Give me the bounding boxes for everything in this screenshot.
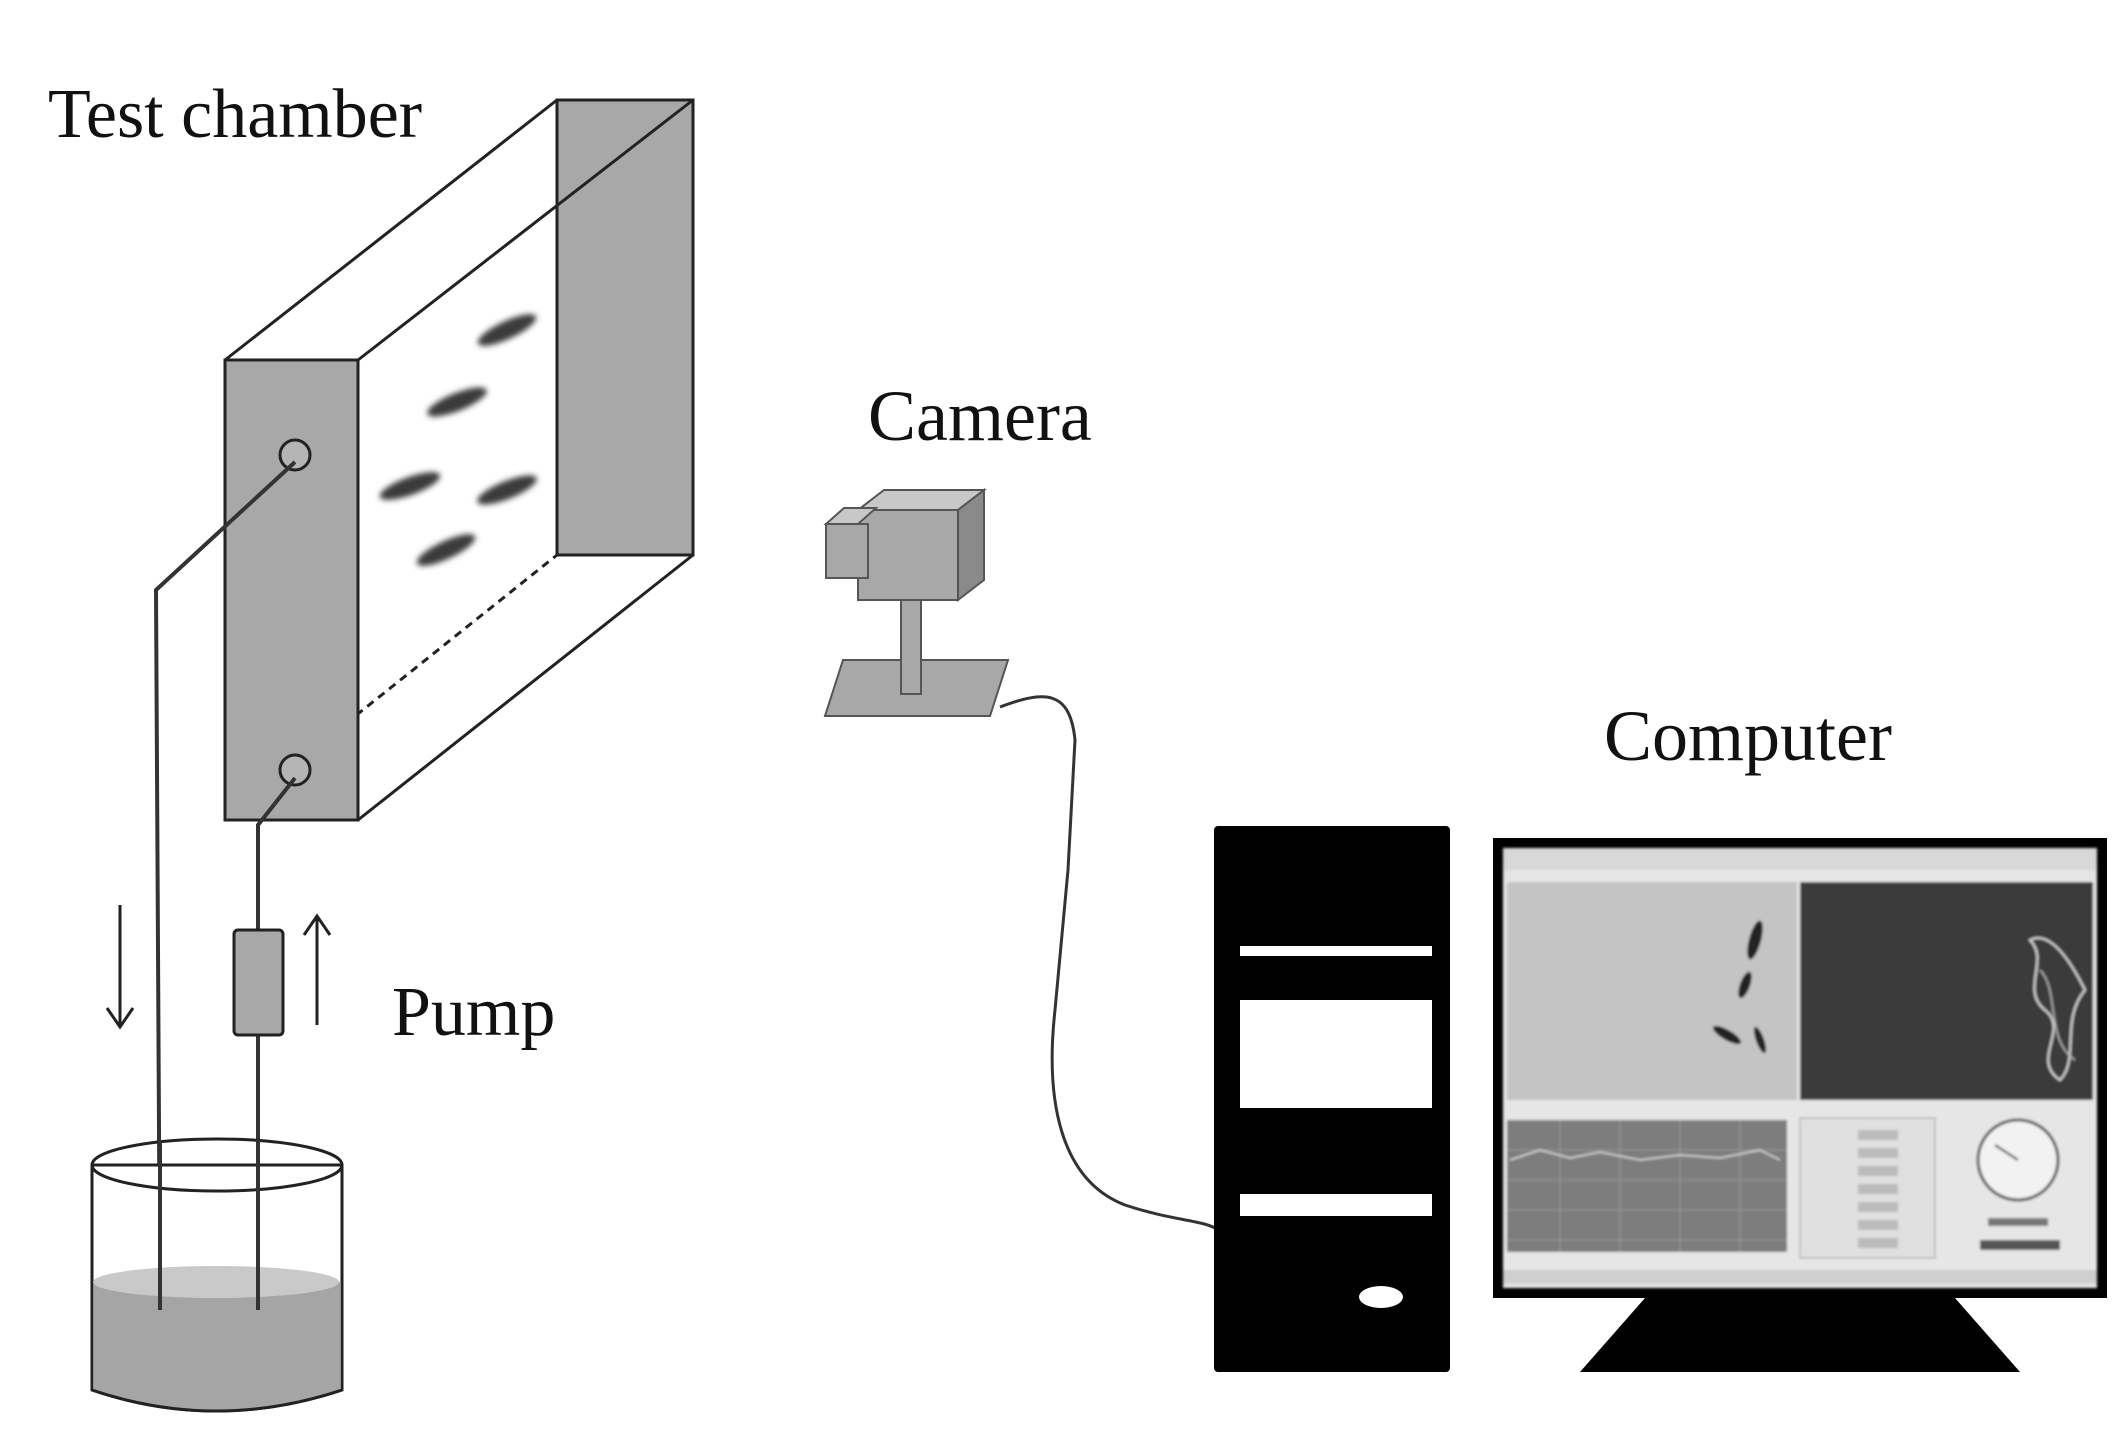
monitor-stand xyxy=(1580,1298,2020,1372)
up-arrow xyxy=(302,913,332,1025)
screen-video-panel xyxy=(1507,882,1797,1100)
fish-group xyxy=(379,314,537,566)
tower-slot-bottom xyxy=(1240,1194,1432,1216)
chamber-back-panel xyxy=(555,98,695,557)
fish xyxy=(477,475,537,505)
monitor xyxy=(1493,838,2107,1372)
down-arrow xyxy=(105,905,135,1030)
fish xyxy=(427,387,487,417)
label-computer: Computer xyxy=(1604,696,1892,776)
label-camera: Camera xyxy=(868,376,1092,456)
camera-cable xyxy=(999,695,1216,1230)
supply-tube xyxy=(256,776,297,930)
inlet-port xyxy=(278,753,312,787)
power-button xyxy=(1359,1286,1403,1308)
label-pump: Pump xyxy=(392,974,556,1051)
camera-body-side xyxy=(957,487,985,603)
chamber-front-panel xyxy=(223,358,360,822)
screen-gauge xyxy=(1976,1118,2060,1250)
fish xyxy=(416,534,476,566)
camera-lens xyxy=(825,523,869,579)
monitor-screen xyxy=(1503,848,2097,1288)
camera-stand xyxy=(900,591,922,695)
computer-tower xyxy=(1214,826,1450,1372)
camera-body-front xyxy=(857,509,959,601)
test-chamber xyxy=(223,98,695,822)
return-tube xyxy=(153,460,297,1311)
fish xyxy=(379,472,441,500)
camera xyxy=(823,487,1010,717)
water-reservoir xyxy=(90,1137,344,1413)
tower-drive-bay xyxy=(1240,1000,1432,1108)
screen-tracking-panel xyxy=(1800,882,2093,1100)
label-test-chamber: Test chamber xyxy=(48,76,423,153)
outlet-port xyxy=(278,438,312,472)
screen-graph-panel xyxy=(1507,1120,1787,1252)
fish xyxy=(477,314,537,346)
tower-slot-top xyxy=(1240,946,1432,956)
pump-body xyxy=(232,928,285,1037)
water xyxy=(94,1272,340,1410)
